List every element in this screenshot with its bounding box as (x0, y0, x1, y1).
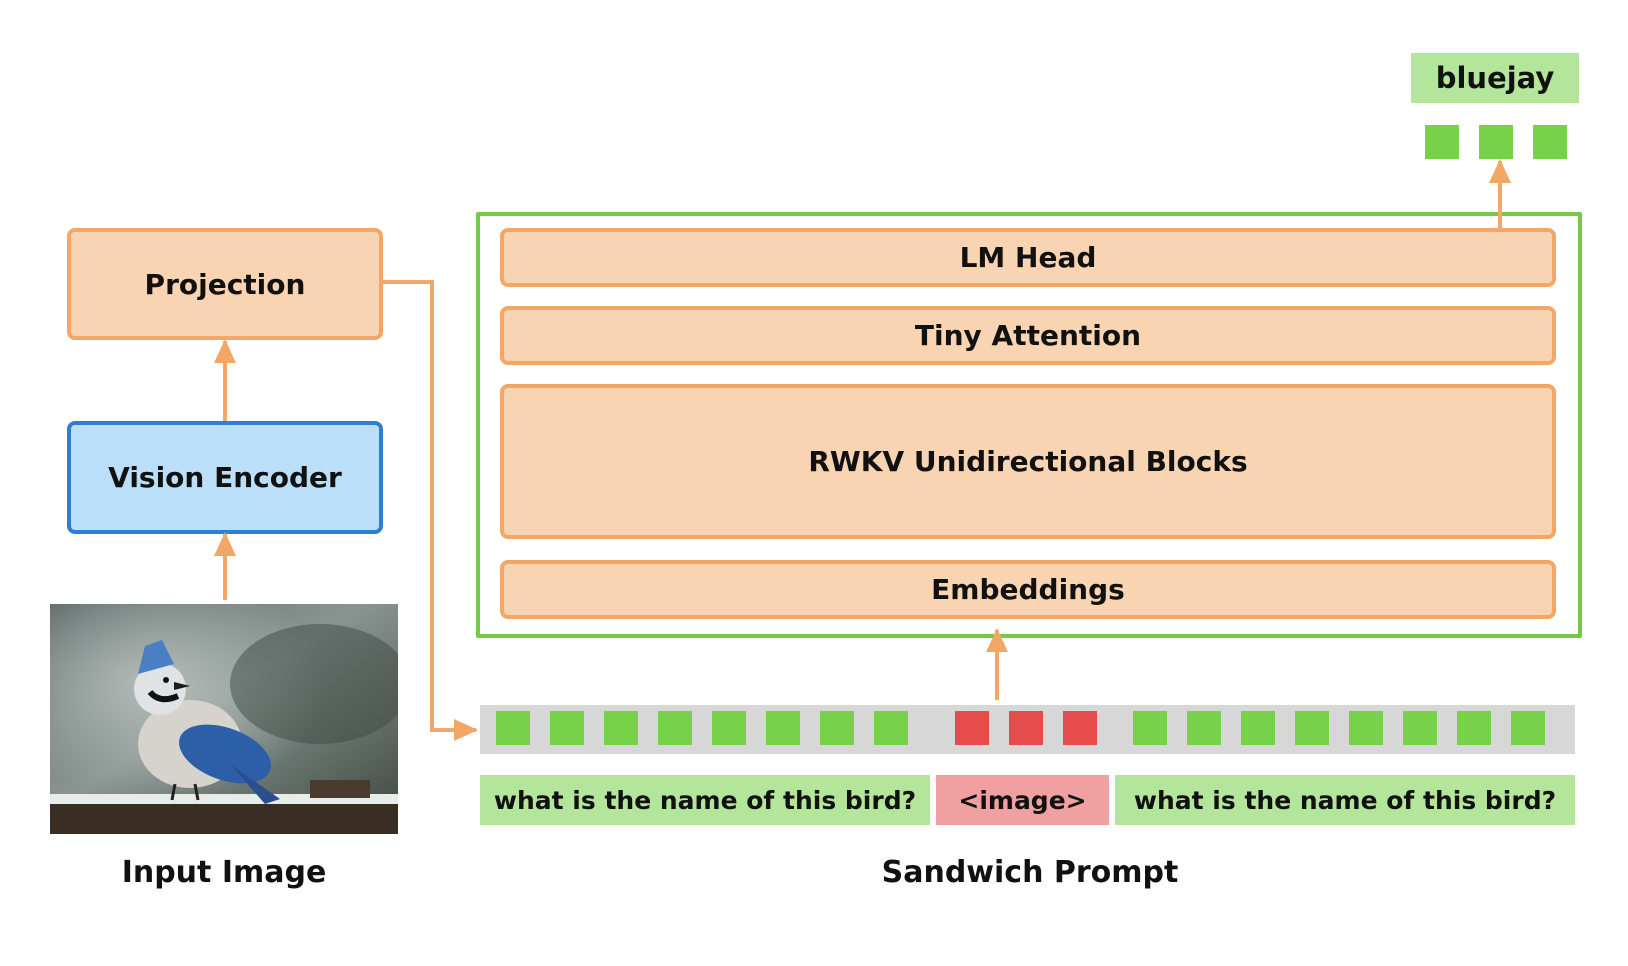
embeddings-label: Embeddings (931, 573, 1125, 606)
prompt-text-right-label: what is the name of this bird? (1133, 785, 1557, 815)
image-token (1009, 711, 1043, 745)
text-token (658, 711, 692, 745)
text-token (712, 711, 746, 745)
lm-head-box: LM Head (500, 228, 1556, 287)
output-label: bluejay (1435, 61, 1555, 95)
tiny-attention-label: Tiny Attention (914, 319, 1142, 352)
tiny-attention-box: Tiny Attention (500, 306, 1556, 365)
input-image (50, 604, 398, 834)
lm-head-label: LM Head (959, 241, 1097, 274)
embeddings-box: Embeddings (500, 560, 1556, 619)
text-token (820, 711, 854, 745)
sandwich-prompt-caption: Sandwich Prompt (881, 855, 1179, 890)
rwkv-blocks-label: RWKV Unidirectional Blocks (808, 445, 1248, 478)
model-frame (476, 212, 1582, 638)
text-token (1187, 711, 1221, 745)
prompt-image-token: <image> (936, 775, 1109, 825)
text-token (1511, 711, 1545, 745)
text-token (496, 711, 530, 745)
image-token (955, 711, 989, 745)
vision-encoder-label: Vision Encoder (108, 461, 342, 494)
projection-box: Projection (67, 228, 383, 340)
text-token (1457, 711, 1491, 745)
text-token (1403, 711, 1437, 745)
output-token (1479, 125, 1513, 159)
text-token (550, 711, 584, 745)
prompt-text-left: what is the name of this bird? (480, 775, 930, 825)
prompt-text-left-label: what is the name of this bird? (493, 785, 917, 815)
text-token (1349, 711, 1383, 745)
output-token (1425, 125, 1459, 159)
output-token (1533, 125, 1567, 159)
image-token (1063, 711, 1097, 745)
text-token (1295, 711, 1329, 745)
prompt-text-right: what is the name of this bird? (1115, 775, 1575, 825)
projection-label: Projection (144, 267, 306, 301)
arrow-projection-to-tokens (383, 280, 478, 741)
text-token (1133, 711, 1167, 745)
rwkv-blocks-box: RWKV Unidirectional Blocks (500, 384, 1556, 539)
input-image-caption: Input Image (121, 855, 327, 890)
text-token (766, 711, 800, 745)
text-token (874, 711, 908, 745)
text-token (604, 711, 638, 745)
text-token (1241, 711, 1275, 745)
output-label-box: bluejay (1411, 53, 1579, 103)
prompt-image-token-label: <image> (958, 785, 1087, 815)
